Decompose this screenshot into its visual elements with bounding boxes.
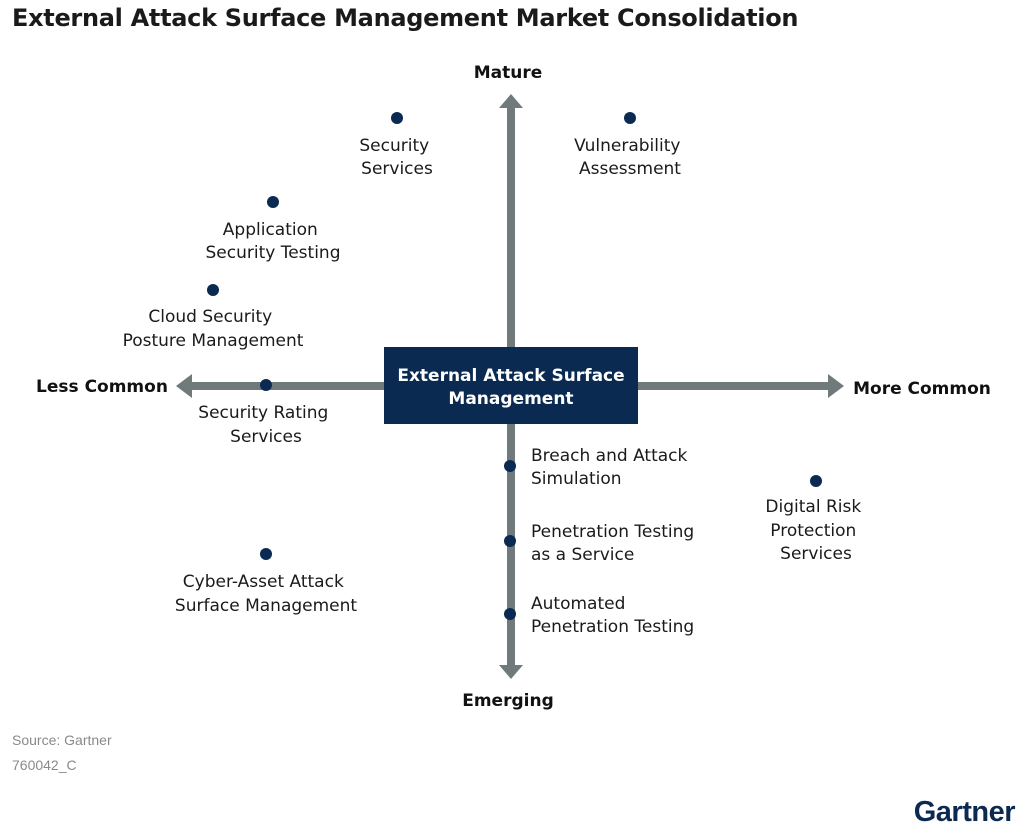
axis-arrow-right [828,374,844,398]
item-dot [391,112,403,124]
item-label-line: Posture Management [123,331,304,351]
item-label-line: Services [230,427,302,447]
item-application-security-testing: Application Security Testing [206,196,341,263]
item-automated-penetration-testing: Automated Penetration Testing [504,594,694,637]
item-dot [504,608,516,620]
center-box-line-1: External Attack Surface [397,366,624,386]
item-label-line: Penetration Testing [531,522,694,542]
item-label-line: as a Service [531,545,634,565]
axis-label-top: Mature [474,63,543,83]
item-label: Penetration Testing as a Service [531,522,700,565]
item-label-line: Surface Management [175,596,357,616]
item-dot [267,196,279,208]
item-vulnerability-assessment: Vulnerability Assessment [574,112,686,179]
item-penetration-testing-as-a-service: Penetration Testing as a Service [504,522,700,565]
item-label-line: Assessment [579,159,681,179]
axis-label-bottom: Emerging [462,691,554,711]
item-cloud-security-posture-management: Cloud Security Posture Management [123,284,304,351]
item-label-line: Digital Risk [765,497,861,517]
item-label-line: Vulnerability [574,136,680,156]
axis-arrow-up [499,94,523,108]
axis-label-left: Less Common [36,377,168,397]
axis-arrow-down [499,665,523,679]
item-security-services: Security Services [359,112,434,179]
item-label-line: Cyber-Asset Attack [183,572,344,592]
center-box-background [384,347,638,424]
item-label-line: Services [780,544,852,564]
item-security-rating-services: Security Rating Services [198,379,333,447]
item-dot [260,548,272,560]
item-dot [504,460,516,472]
item-label-line: Automated [531,594,625,614]
item-label-line: Protection [770,521,856,541]
figure-code: 760042_C [12,757,77,773]
item-digital-risk-protection-services: Digital Risk Protection Services [765,475,866,564]
axis-arrow-left [176,374,192,398]
item-label: Cyber-Asset Attack Surface Management [175,572,357,616]
axis-label-right: More Common [853,379,991,399]
item-dot [207,284,219,296]
item-label-line: Security Rating [198,403,328,423]
item-label-line: Breach and Attack [531,446,687,466]
item-label: Cloud Security Posture Management [123,307,304,351]
item-dot [624,112,636,124]
source-note: Source: Gartner [12,732,112,748]
item-label-line: Simulation [531,469,622,489]
item-label: Breach and Attack Simulation [531,446,693,489]
item-label: Automated Penetration Testing [531,594,694,637]
item-label: Application Security Testing [206,220,341,263]
item-label-line: Penetration Testing [531,617,694,637]
center-box: External Attack Surface Management [384,347,638,424]
item-dot [810,475,822,487]
center-box-line-2: Management [448,389,573,409]
item-label-line: Services [361,159,433,179]
item-dot [504,535,516,547]
item-breach-and-attack-simulation: Breach and Attack Simulation [504,446,693,489]
item-cyber-asset-attack-surface-management: Cyber-Asset Attack Surface Management [175,548,357,616]
gartner-logo: Gartner [913,796,1016,828]
item-label: Security Services [359,136,434,179]
item-label-line: Security Testing [206,243,341,263]
item-label-line: Application [223,220,318,240]
item-dot [260,379,272,391]
item-label-line: Security [359,136,429,156]
item-label-line: Cloud Security [148,307,272,327]
item-label: Security Rating Services [198,403,333,447]
item-label: Vulnerability Assessment [574,136,686,179]
item-label: Digital Risk Protection Services [765,497,866,564]
chart-title: External Attack Surface Management Marke… [12,4,799,32]
